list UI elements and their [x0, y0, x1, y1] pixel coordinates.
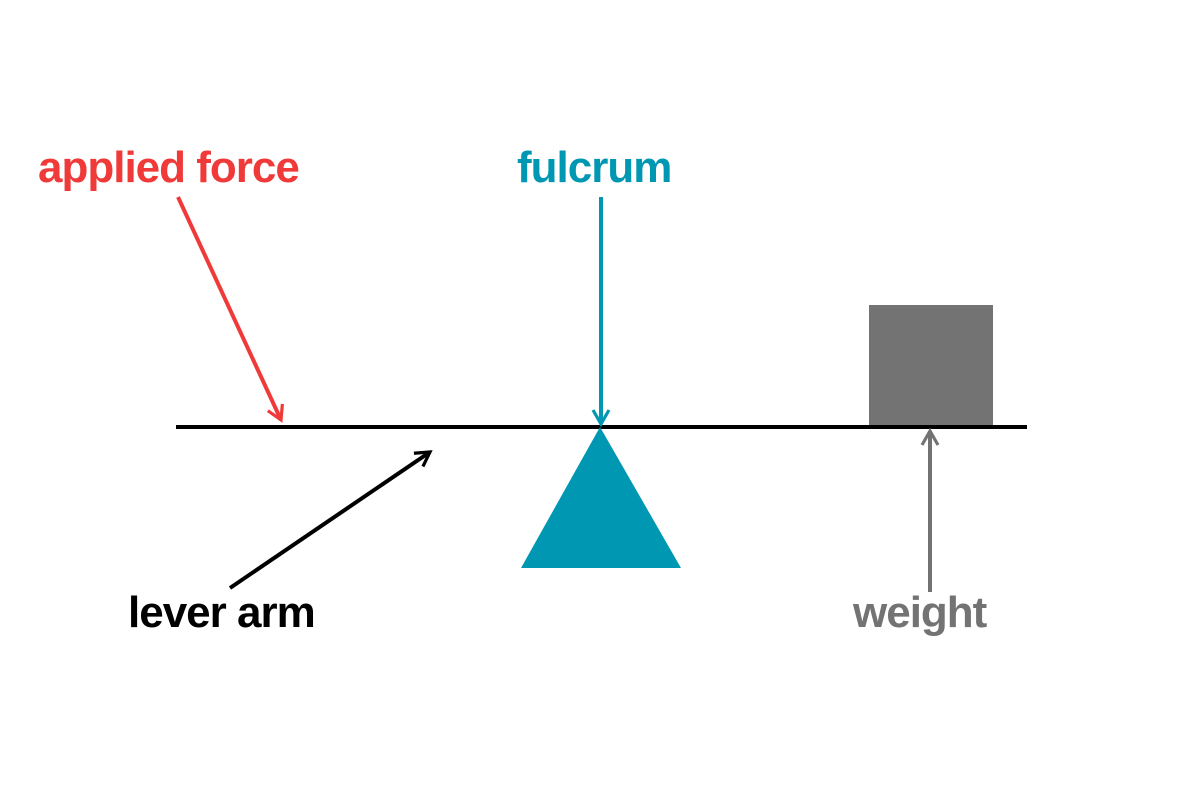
weight-block: [869, 305, 993, 427]
lever-arm-label: lever arm: [128, 588, 315, 637]
fulcrum-triangle: [521, 427, 681, 568]
applied-force-label: applied force: [38, 143, 299, 192]
lever-arm-arrow: [228, 450, 433, 590]
applied-force-arrow: [176, 196, 284, 423]
fulcrum-label: fulcrum: [517, 143, 671, 192]
weight-label: weight: [852, 588, 988, 637]
